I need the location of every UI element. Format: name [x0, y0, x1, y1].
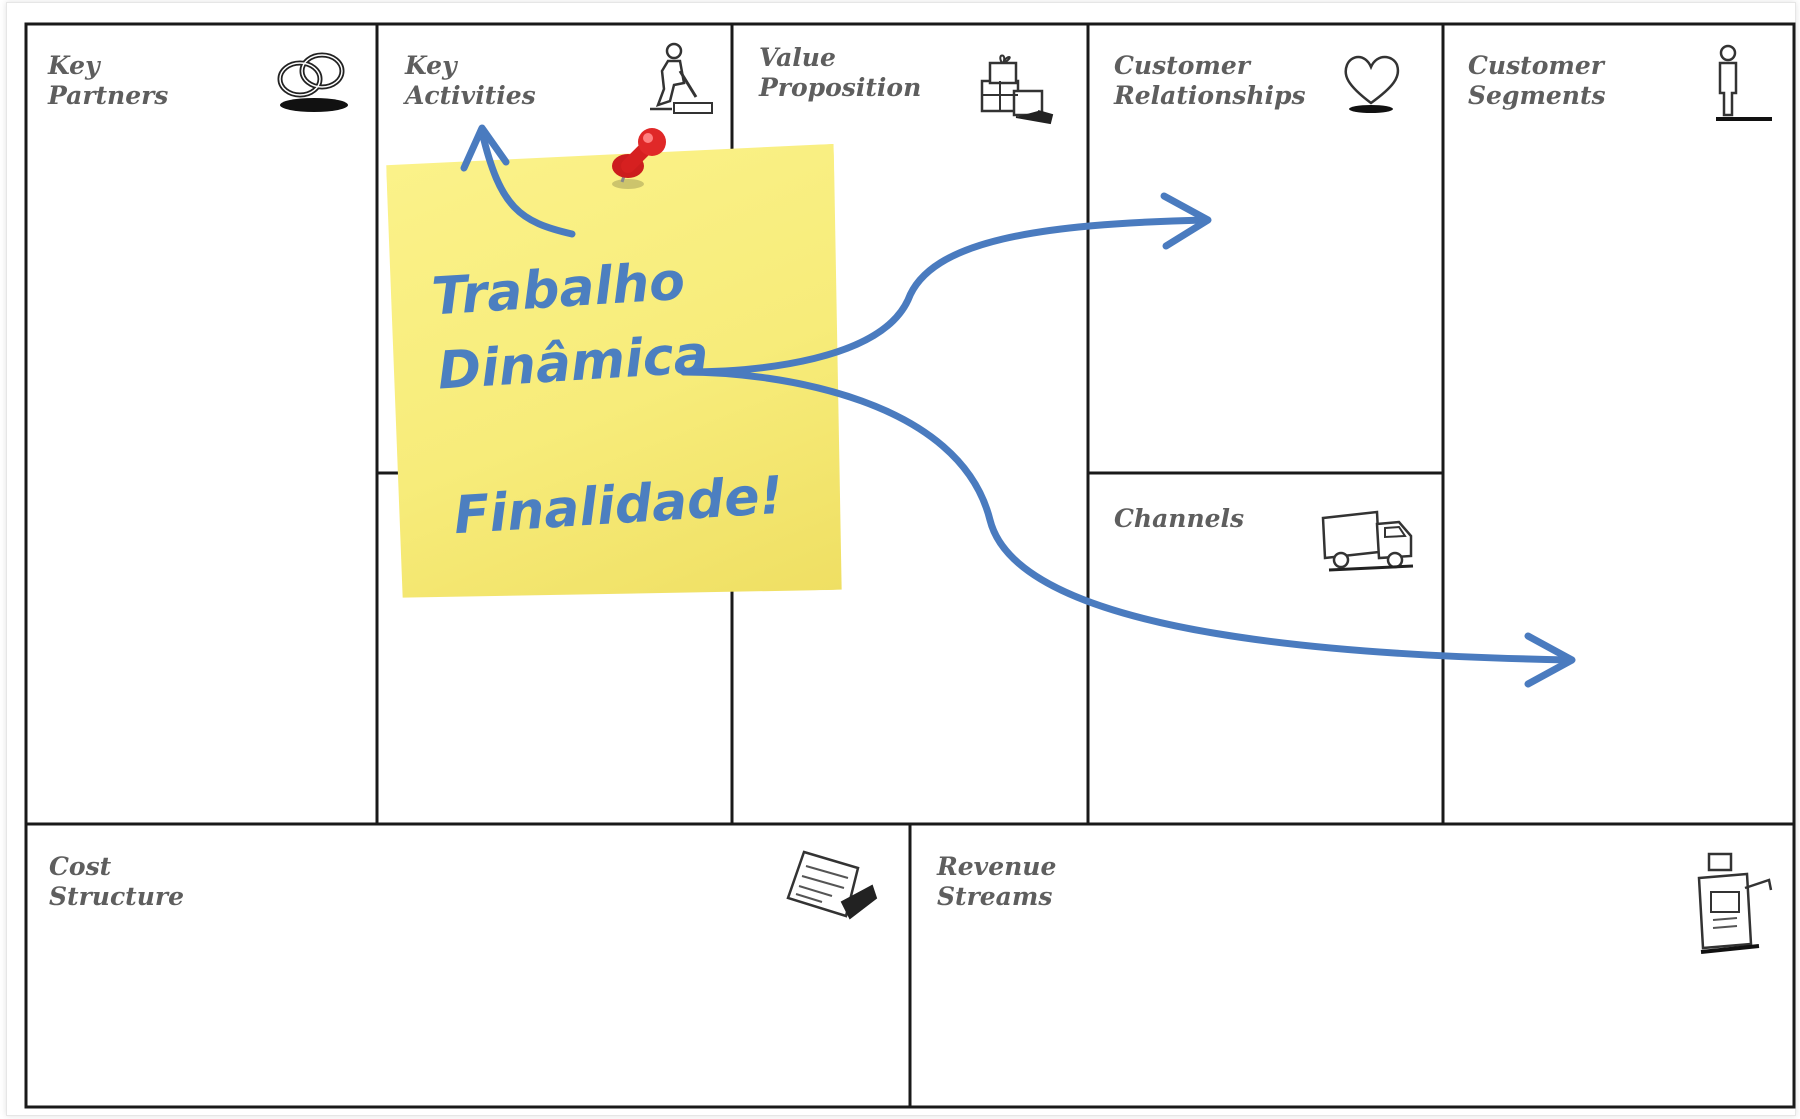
- cash-register-icon: [1689, 848, 1777, 964]
- block-customer-relationships: Customer Relationships: [1089, 25, 1442, 472]
- block-title-key-activities: Key Activities: [405, 51, 536, 110]
- block-title-cost-structure: Cost Structure: [49, 852, 184, 911]
- sticky-note-line-4: Finalidade!: [452, 465, 785, 547]
- block-title-revenue-streams: Revenue Streams: [937, 852, 1057, 911]
- sticky-note-line-1: Trabalho: [430, 251, 687, 328]
- block-title-value-proposition: Value Proposition: [759, 43, 922, 102]
- block-channels: Channels: [1089, 474, 1442, 823]
- block-key-partners: Key Partners: [27, 25, 376, 823]
- block-customer-segments: Customer Segments: [1444, 25, 1793, 823]
- block-cost-structure: Cost Structure: [27, 826, 909, 1106]
- block-revenue-streams: Revenue Streams: [911, 826, 1793, 1106]
- red-pushpin-icon: [598, 124, 678, 198]
- person-icon: [1706, 41, 1776, 131]
- block-title-key-partners: Key Partners: [48, 51, 169, 110]
- price-tag-icon: [782, 846, 880, 930]
- block-key-activities: Key Activities: [378, 25, 731, 472]
- sticky-note: Trabalho Dinâmica Finalidade!: [386, 144, 846, 602]
- heart-icon: [1337, 51, 1407, 121]
- block-title-channels: Channels: [1114, 504, 1245, 533]
- truck-icon: [1319, 504, 1419, 582]
- sticky-note-line-2: Dinâmica: [436, 324, 711, 402]
- chain-links-icon: [270, 43, 354, 119]
- block-title-customer-relationships: Customer Relationships: [1114, 51, 1306, 110]
- worker-icon: [644, 41, 716, 121]
- block-value-proposition: Value Proposition: [733, 25, 1087, 823]
- block-title-customer-segments: Customer Segments: [1468, 51, 1606, 110]
- gift-boxes-icon: [976, 51, 1056, 131]
